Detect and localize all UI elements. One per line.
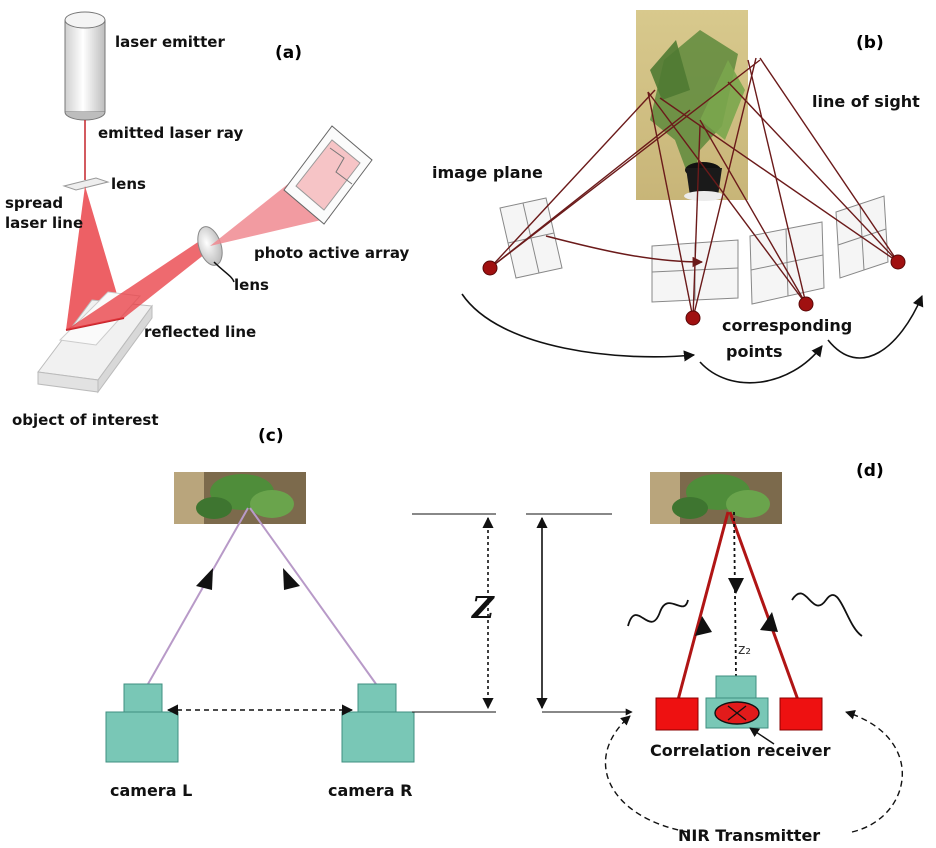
top-lens-label: lens [111, 175, 146, 193]
corresponding-label-line1: corresponding [722, 316, 852, 335]
camera-r-label: camera R [328, 781, 412, 800]
nir-transmitter-label: NIR Transmitter [678, 826, 820, 845]
panel-d-tag: (d) [856, 461, 884, 481]
spread-label-line1: spread [5, 194, 63, 212]
nir-curve-right [845, 710, 903, 833]
sight-lines [489, 57, 899, 319]
camera-r-icon [341, 683, 415, 763]
leaf-image-d [650, 472, 782, 524]
photo-active-array-icon [283, 125, 373, 225]
motion-arrow-2 [699, 345, 823, 384]
nir-ray-right [728, 511, 800, 701]
image-plane-mid2 [749, 221, 825, 305]
photo-active-array-label: photo active array [254, 244, 409, 262]
motion-arrow-1 [461, 293, 696, 362]
leaf-image-c [174, 472, 306, 524]
wave-squiggle-right [791, 592, 863, 637]
camera-l-label: camera L [110, 781, 192, 800]
line-of-sight-label: line of sight [812, 92, 920, 111]
ray-arrowhead-l [196, 568, 213, 590]
camera-point-4 [890, 254, 906, 270]
laser-emitter-label: laser emitter [115, 33, 225, 51]
receiver-pointer [749, 727, 775, 745]
nir-transmitter-right [779, 697, 823, 731]
panel-d: (d) z₂ [604, 461, 903, 845]
lens-pointer-curve [213, 261, 235, 283]
ray-arrowhead-r [283, 568, 300, 590]
reflected-line-label: reflected line [144, 323, 256, 341]
image-plane-left [499, 197, 563, 279]
z-label: Z [471, 591, 495, 626]
panel-c-tag: (c) [258, 426, 284, 446]
panel-b: (b) line of sight image plane correspond… [432, 10, 924, 384]
reflected-beam [66, 238, 210, 330]
nir-transmitter-left [655, 697, 699, 731]
z2-label: z₂ [738, 642, 751, 658]
nir-return-ray [733, 511, 737, 677]
nir-arrowhead-left [695, 616, 712, 636]
right-lens-label: lens [234, 276, 269, 294]
correlation-receiver-icon [705, 675, 769, 729]
spread-label-line2: laser line [5, 214, 83, 232]
image-plane-label: image plane [432, 163, 543, 182]
depth-indicator: Z [412, 513, 633, 716]
corresponding-label-line2: points [726, 342, 783, 361]
wave-squiggle-left [627, 599, 689, 627]
plant-photo [636, 10, 748, 201]
nir-ray-left [676, 511, 730, 701]
emitted-laser-ray-label: emitted laser ray [98, 124, 243, 142]
camera-l-icon [105, 683, 179, 763]
panel-a-tag: (a) [275, 43, 302, 63]
plane-transfer-arrow [545, 235, 704, 268]
ray-to-camera-l [147, 507, 249, 685]
panel-a: (a) laser emitter emitted laser ray lens… [5, 11, 409, 429]
object-of-interest-label: object of interest [12, 411, 159, 429]
top-lens-plate [62, 177, 110, 191]
correlation-receiver-label: Correlation receiver [650, 741, 831, 760]
nir-arrowhead-right [760, 612, 778, 632]
ray-to-camera-r [249, 507, 377, 685]
panel-c: (c) camera L camera R [105, 426, 415, 800]
motion-arrow-3 [827, 294, 924, 359]
nir-curve-left [604, 715, 689, 833]
return-arrowhead [728, 578, 744, 594]
laser-emitter-icon [64, 11, 106, 121]
camera-point-3 [798, 296, 814, 312]
camera-point-2 [685, 310, 701, 326]
panel-b-tag: (b) [856, 33, 884, 53]
camera-point-1 [482, 260, 498, 276]
